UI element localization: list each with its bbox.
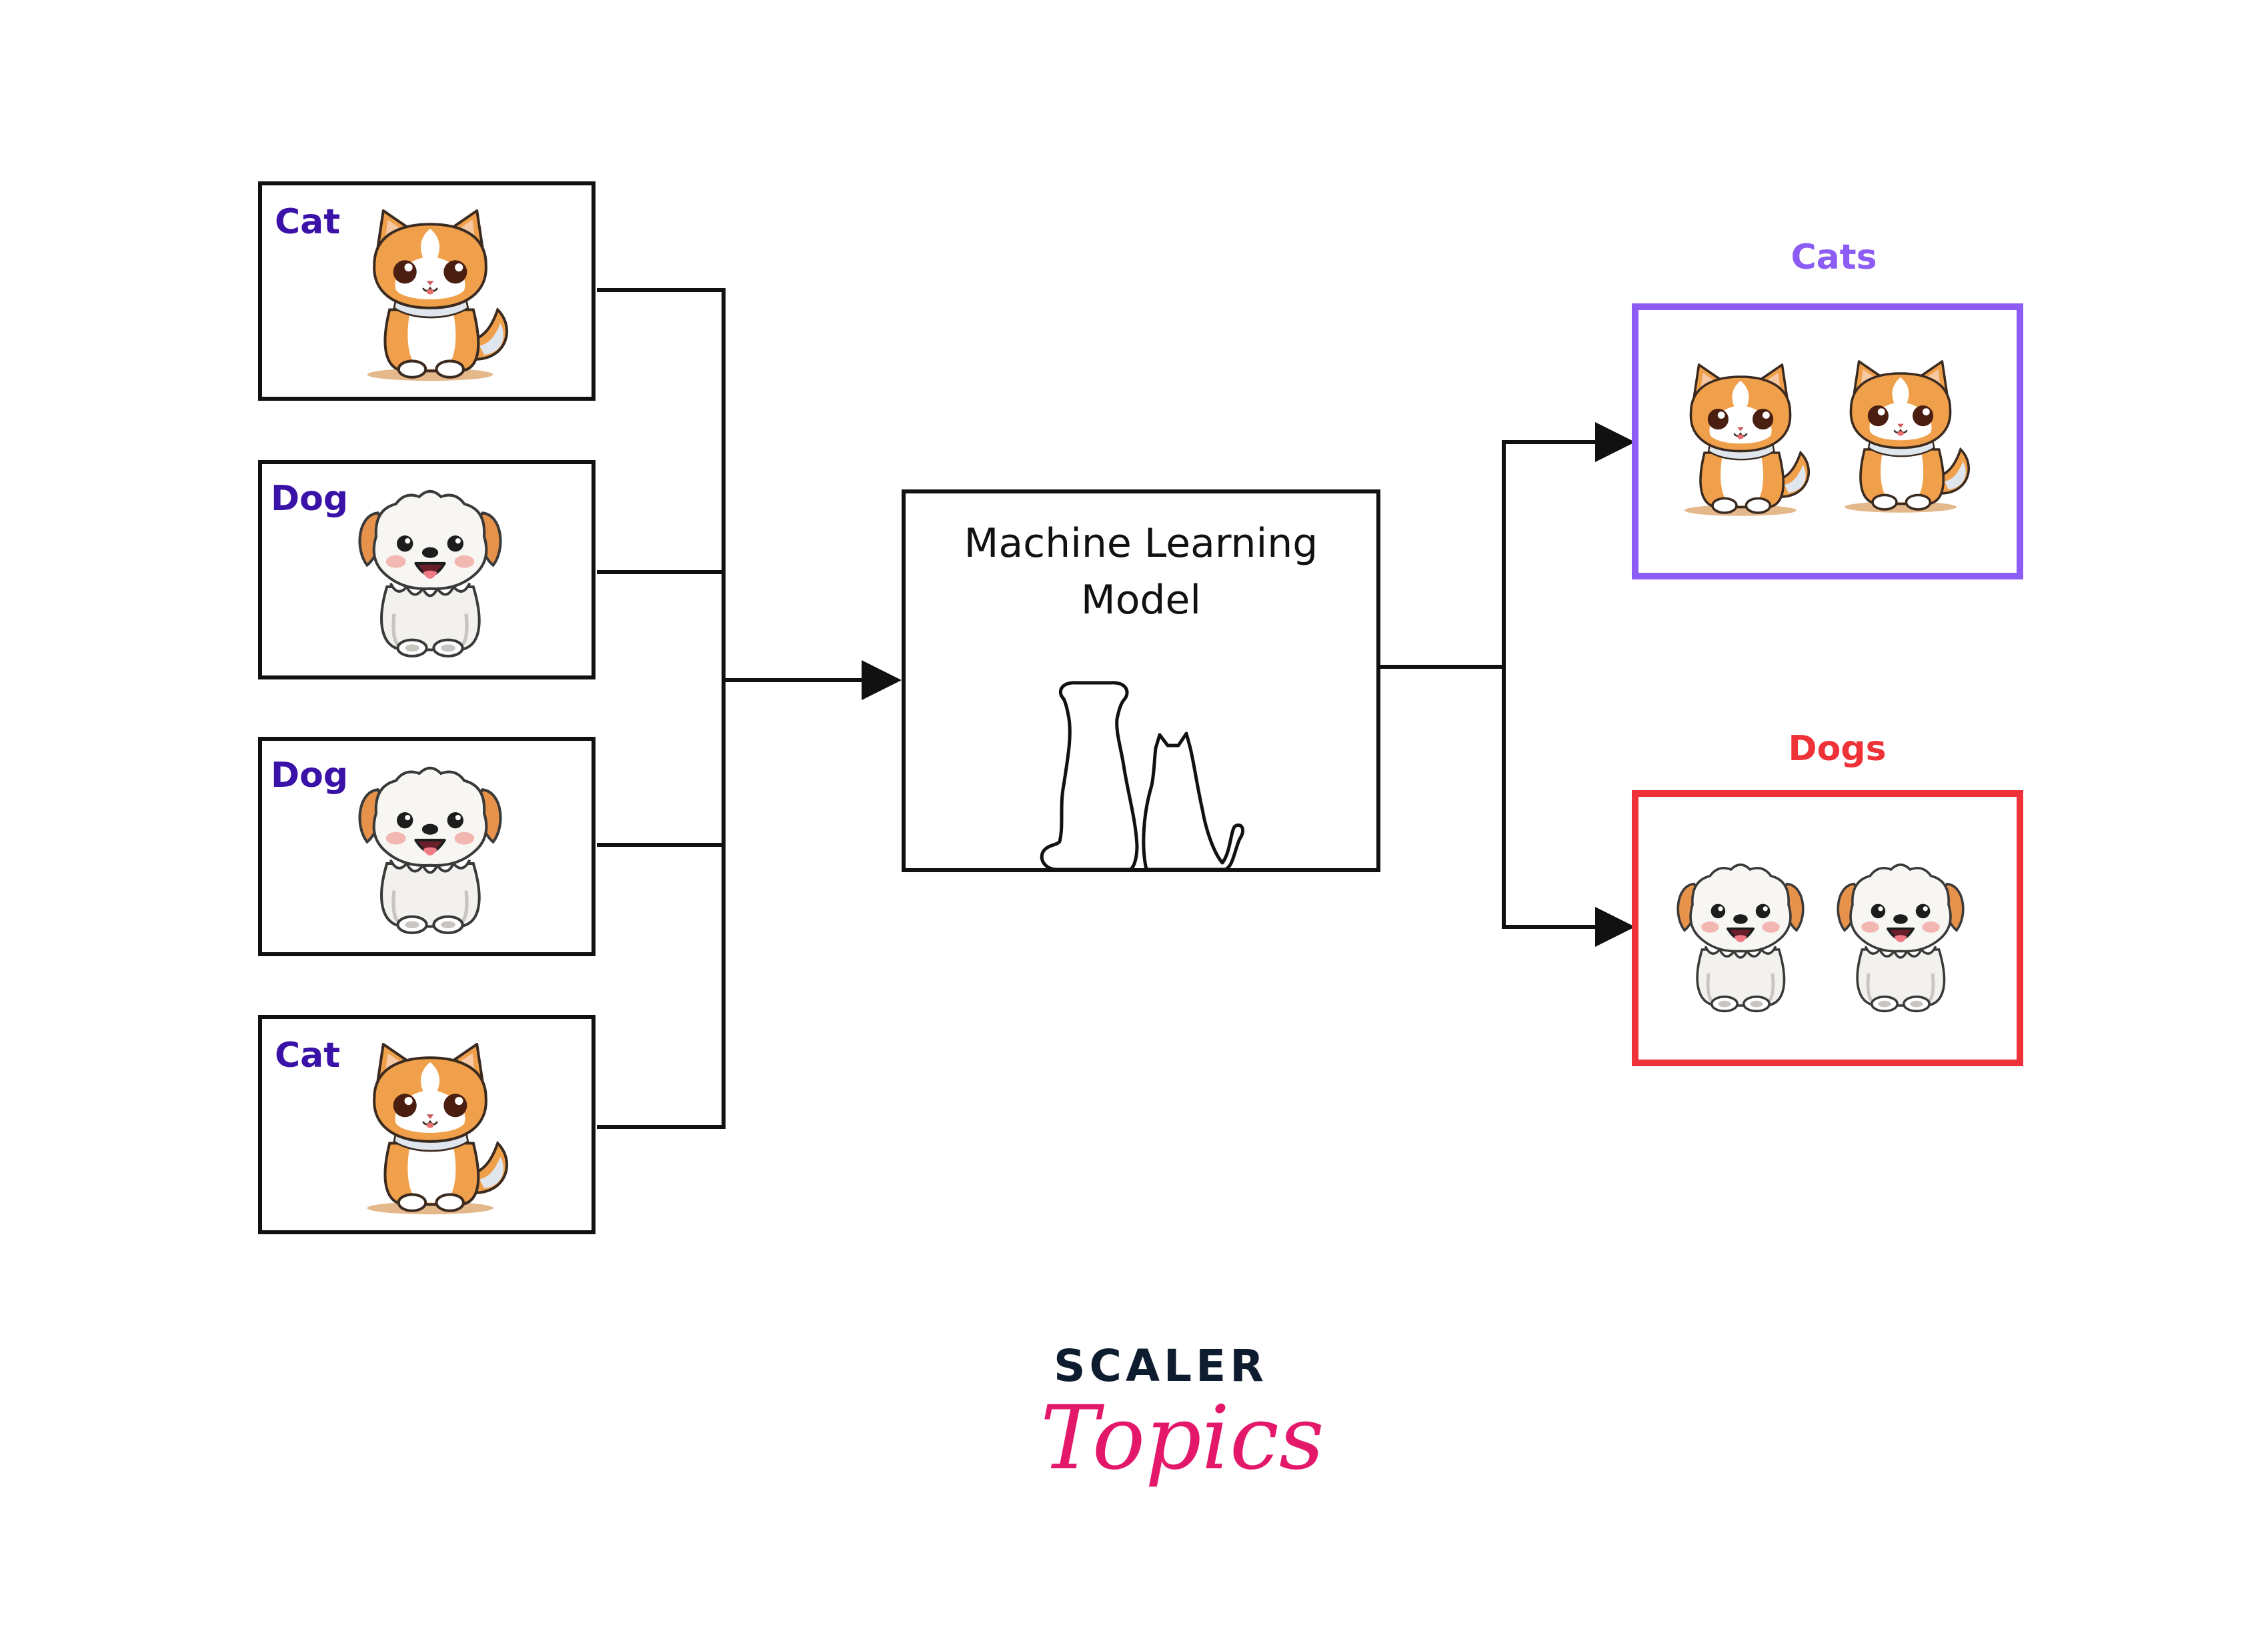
output-connectors (1378, 422, 1635, 947)
output-label-cats: Cats (1791, 237, 1877, 277)
input-label-2: Dog (271, 479, 348, 519)
input-label-4: Cat (275, 1036, 340, 1076)
input-image-1: Cat (258, 181, 596, 401)
logo-word-scaler: SCALER (1054, 1340, 1268, 1392)
input-connectors (597, 288, 902, 1129)
output-dogs-group: Dogs (1632, 729, 2023, 1066)
input-image-3: Dog (258, 737, 596, 956)
model-box: Machine Learning Model (902, 489, 1380, 872)
scaler-topics-logo: SCALER Topics (1014, 1340, 1324, 1527)
output-cats-group: Cats (1632, 237, 2023, 579)
logo-word-topics: Topics (1040, 1387, 1324, 1490)
input-image-2: Dog (258, 460, 596, 679)
output-label-dogs: Dogs (1788, 729, 1886, 769)
model-title-line1: Machine Learning (964, 520, 1318, 567)
model-title-line2: Model (1081, 577, 1201, 623)
input-image-4: Cat (258, 1015, 596, 1234)
input-label-1: Cat (275, 202, 340, 242)
input-label-3: Dog (271, 755, 348, 795)
